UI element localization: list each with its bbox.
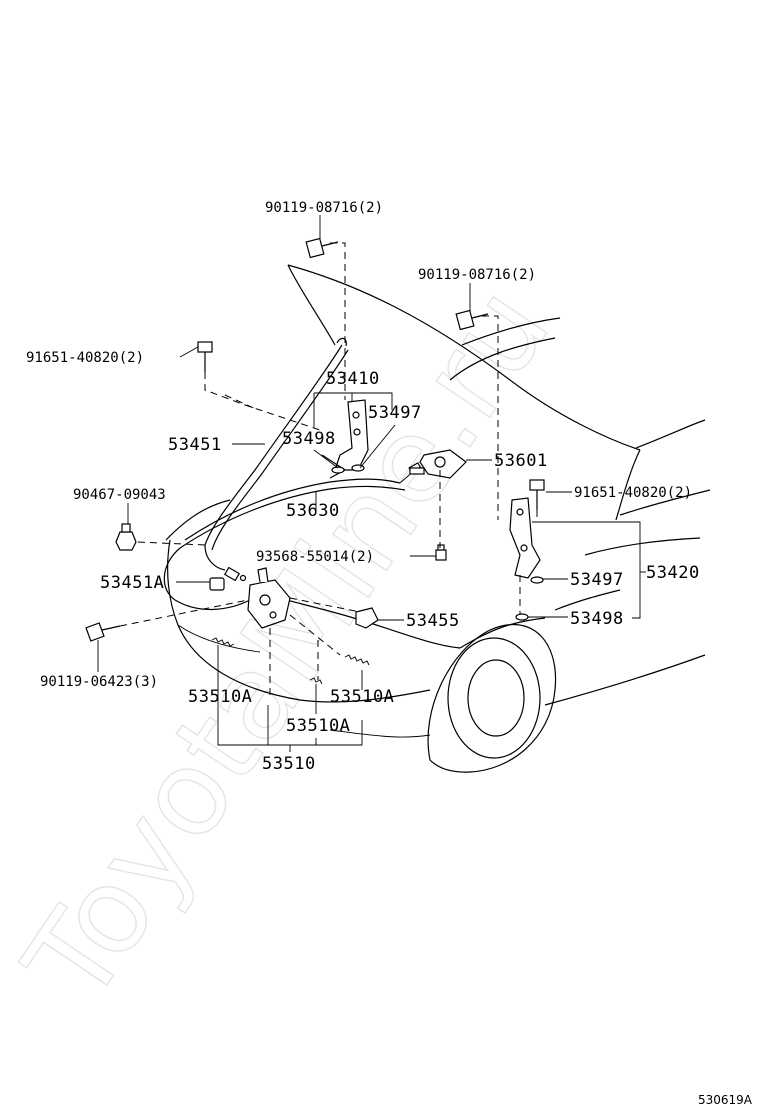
label-washer2-hinge-left: 53498 <box>282 429 336 449</box>
release-clip <box>435 544 447 561</box>
hood-lock-release-lever <box>409 449 467 479</box>
label-washer2-hinge-right: 53498 <box>570 609 624 629</box>
label-rod-clip: 90467-09043 <box>73 487 166 503</box>
hood-hinge-right <box>509 497 544 621</box>
label-bolt-hinge-right: 90119-08716(2) <box>418 267 536 283</box>
bolt-hinge-right-icon <box>455 309 489 331</box>
label-bolt-lock: 90119-06423(3) <box>40 674 158 690</box>
assembly-guide-lines <box>119 242 538 700</box>
label-clip-release: 93568-55014(2) <box>256 549 374 565</box>
label-lock-sub-a1: 53510A <box>188 687 252 707</box>
label-cable-clamp: 53455 <box>406 611 460 631</box>
bolt-hinge-left-icon <box>305 237 339 259</box>
label-bolt-hinge-left: 90119-08716(2) <box>265 200 383 216</box>
hood-hinge-left <box>321 399 369 479</box>
rod-clip <box>115 523 137 551</box>
label-hinge-left: 53410 <box>326 369 380 389</box>
bolt-lock-icon <box>85 622 121 642</box>
cable-clamp <box>355 607 379 629</box>
label-bolt-support-left: 91651-40820(2) <box>26 350 144 366</box>
bolt-support-right-icon <box>529 479 545 510</box>
label-lock-control-cable: 53630 <box>286 501 340 521</box>
bolt-support-left-icon <box>197 341 213 372</box>
label-lock-sub-a2: 53510A <box>330 687 394 707</box>
lock-springs <box>211 637 370 685</box>
label-hinge-right-assembly: 53420 <box>646 563 700 583</box>
label-washer-hinge-right: 53497 <box>570 570 624 590</box>
diagram-reference-code: 530619A <box>698 1093 753 1107</box>
label-lock-sub-a3: 53510A <box>286 716 350 736</box>
hood-support-rod <box>204 337 349 571</box>
wheel-outline <box>427 624 557 773</box>
part-labels: 90119-08716(2) 90119-08716(2) 91651-4082… <box>26 200 700 774</box>
hood-lock-assembly <box>247 567 291 629</box>
label-hood-lock-assembly: 53510 <box>262 754 316 774</box>
rod-holder <box>209 566 247 591</box>
leader-lines <box>97 215 646 752</box>
label-hood-support-rod: 53451 <box>168 435 222 455</box>
label-hood-lock-release: 53601 <box>494 451 548 471</box>
label-bolt-support-right: 91651-40820(2) <box>574 485 692 501</box>
label-rod-holder: 53451A <box>100 573 164 593</box>
label-washer-hinge-left: 53497 <box>368 403 422 423</box>
watermark-text: ToyotaMine.ru <box>0 262 576 1026</box>
